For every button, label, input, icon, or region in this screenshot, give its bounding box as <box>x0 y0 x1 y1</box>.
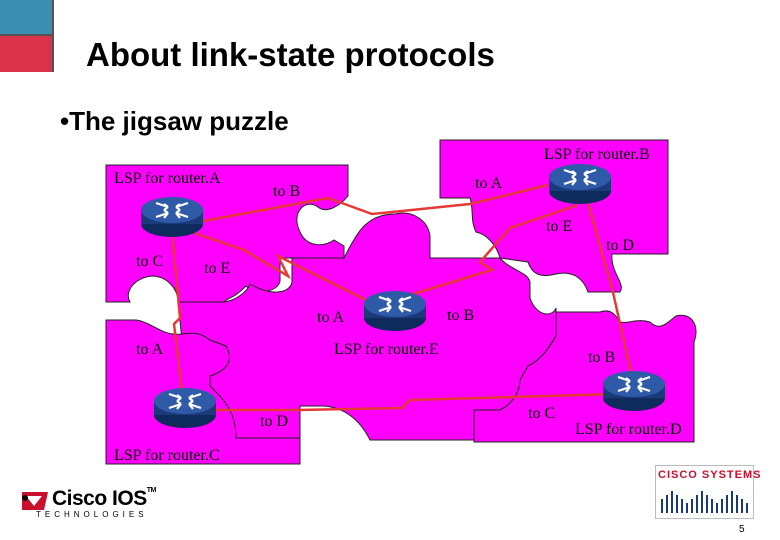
label-e-to-a: to A <box>317 309 345 326</box>
cisco-systems-text: CISCO SYSTEMS <box>658 469 762 481</box>
cisco-ios-wordmark: Cisco IOSTM <box>52 487 156 510</box>
link-a-b <box>181 183 549 227</box>
router-icon <box>362 289 428 333</box>
cisco-ios-logo <box>22 492 48 510</box>
label-lsp-router-c: LSP for router.C <box>114 447 220 464</box>
link-a-c <box>170 231 186 411</box>
label-b-to-e: to E <box>546 218 572 235</box>
link-b-e <box>399 203 579 300</box>
label-c-to-a: to A <box>136 341 164 358</box>
corner-accent-bottom <box>0 34 54 72</box>
corner-accent-top <box>0 0 54 34</box>
label-a-to-e: to E <box>204 260 230 277</box>
router-icon <box>139 195 205 239</box>
link-b-d <box>584 195 636 387</box>
link-lines <box>170 183 636 412</box>
label-c-to-d: to D <box>260 413 288 430</box>
bullet-point: •The jigsaw puzzle <box>60 106 289 136</box>
router-icon <box>547 162 613 206</box>
label-lsp-router-d: LSP for router.D <box>575 421 682 438</box>
cisco-systems-logo: CISCO SYSTEMS <box>655 465 762 519</box>
label-b-to-d: to D <box>606 237 634 254</box>
link-a-e <box>185 228 377 307</box>
label-lsp-router-e: LSP for router.E <box>334 341 439 358</box>
puzzle-piece-router-e <box>177 212 557 441</box>
label-a-to-c: to C <box>136 253 163 270</box>
link-c-d <box>198 392 617 412</box>
label-d-to-b: to B <box>588 349 615 366</box>
label-d-to-c: to C <box>528 405 555 422</box>
page-number: 5 <box>739 524 745 535</box>
label-lsp-router-a: LSP for router.A <box>114 170 221 187</box>
cisco-bars-icon <box>661 491 748 513</box>
label-b-to-a: to A <box>475 175 503 192</box>
technologies-text: TECHNOLOGIES <box>36 510 148 519</box>
router-icon <box>601 369 667 413</box>
router-icon <box>152 386 218 430</box>
label-e-to-b: to B <box>447 307 474 324</box>
label-lsp-router-b: LSP for router.B <box>544 146 650 163</box>
slide-title: About link-state protocols <box>86 36 495 73</box>
label-a-to-b: to B <box>273 183 300 200</box>
